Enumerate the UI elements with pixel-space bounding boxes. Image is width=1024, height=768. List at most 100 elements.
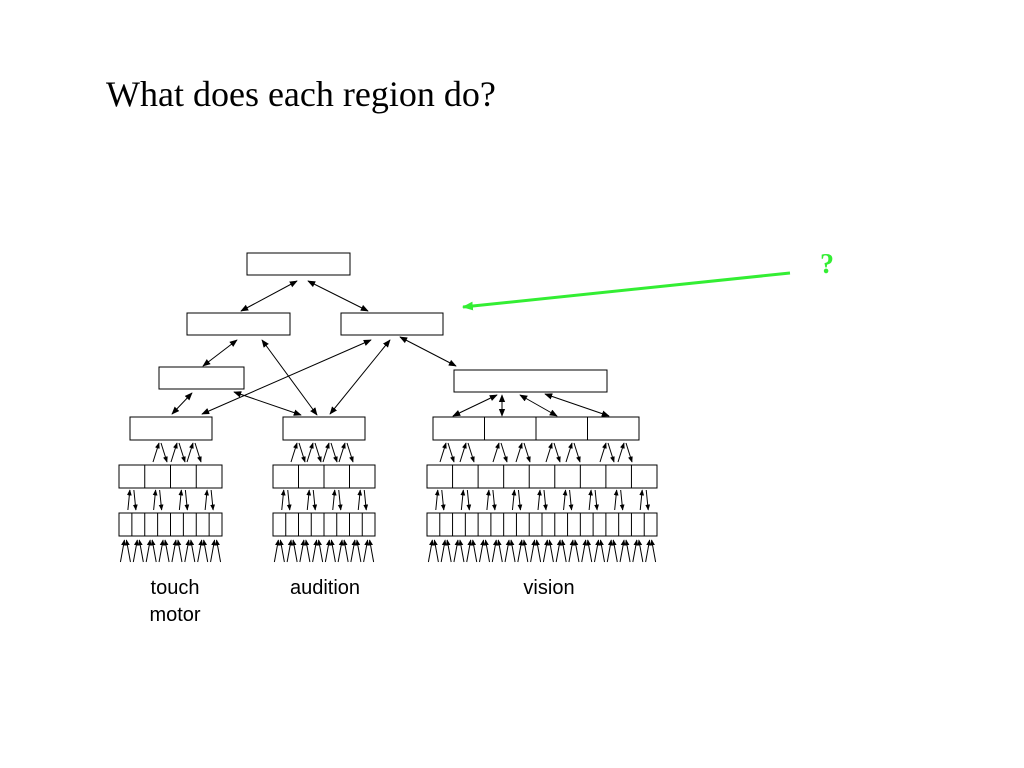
vision-input-arrow (466, 539, 473, 563)
audition-l5-l6-up (306, 489, 312, 511)
audition-l4-l5-up (338, 442, 346, 463)
audition-l4-l5-down (330, 442, 338, 463)
touch-l5-l6-up (126, 489, 132, 511)
touch-input-arrow (163, 539, 170, 563)
vision-input-arrow (632, 539, 639, 563)
vision-l5-l6-up (588, 489, 593, 511)
label-vision: vision (523, 577, 575, 599)
arrow-top-right (307, 280, 369, 312)
slide-title: What does each region do? (106, 74, 496, 114)
audition-l4-l5-up (306, 442, 314, 463)
vision-l4-l5-up (515, 442, 523, 463)
question-mark: ? (820, 249, 834, 280)
audition-input-arrow (368, 539, 375, 563)
audition-input-arrow (342, 539, 349, 563)
touch-l5-l6-down (158, 489, 164, 511)
vision-input-arrow (471, 539, 478, 563)
vision-l4-l5-up (599, 442, 607, 463)
arrow-vision-4 (544, 393, 610, 417)
audition-l5-l6-down (286, 489, 292, 511)
vision-input-arrow (547, 539, 554, 563)
vision-input-arrow (432, 539, 439, 563)
audition-l5-l6-down (363, 489, 369, 511)
audition-l4-l5-up (322, 442, 330, 463)
vision-input-arrow (484, 539, 490, 563)
audition-l5-l6-down (312, 489, 318, 511)
level3-left-box (158, 366, 245, 390)
vision-input-arrow (542, 539, 549, 563)
arrow-l3-touch (171, 392, 193, 415)
touch-l4-l5-down (194, 442, 202, 463)
vision-l4-l5-up (617, 442, 625, 463)
arrow-vision-3 (519, 394, 558, 417)
touch-input-arrow (210, 539, 216, 563)
vision-l4-l5-down (447, 442, 455, 463)
vision-input-arrow (517, 539, 524, 563)
vision-l5-l6-up (613, 489, 619, 511)
vision-l5-l6-down (491, 489, 497, 511)
vision-l5-l6-down (594, 489, 599, 511)
audition-l5-l6-up (357, 489, 363, 511)
vision-input-arrow (624, 539, 631, 563)
vision-input-arrow (530, 539, 537, 563)
vision-l5-l6-up (562, 489, 568, 511)
arrow-l2-l3 (202, 339, 238, 367)
touch-input-arrow (176, 539, 183, 563)
label-audition: audition (289, 577, 361, 599)
vision-input-arrow (573, 539, 580, 563)
vision-l5-l6-up (460, 489, 466, 511)
top-region-box (246, 252, 351, 276)
vision-input-arrow (581, 539, 588, 563)
touch-l5-l6-up (152, 489, 158, 511)
vision-input-arrow (504, 539, 511, 563)
audition-input-arrow (286, 539, 293, 563)
connection-arrows (119, 280, 657, 563)
vision-l5-l6-down (568, 489, 574, 511)
vision-l5-l6-up (511, 489, 517, 511)
audition-l4-l5-down (314, 442, 322, 463)
touch-input-arrow (137, 539, 144, 563)
vision-input-arrow (599, 539, 605, 563)
audition-input-arrow (312, 539, 319, 563)
vision-input-arrow (479, 539, 485, 563)
question-arrow (461, 271, 791, 311)
audition-box (282, 416, 366, 441)
vision-l4-l5-up (439, 442, 447, 463)
touch-input-arrow (125, 539, 131, 563)
touch-input-arrow (171, 539, 178, 563)
audition-input-arrow (317, 539, 324, 563)
audition-input-arrow (291, 539, 298, 563)
vision-l5-l6-up (537, 489, 542, 511)
vision-l5-l6-down (543, 489, 548, 511)
touch-input-arrow (197, 539, 204, 563)
touch-l4-l5-up (186, 442, 194, 463)
level3-vision-box (453, 369, 608, 393)
audition-input-arrow (299, 539, 306, 563)
audition-input-arrow (350, 539, 357, 563)
vision-input-arrow (427, 539, 434, 563)
vision-input-arrow (458, 539, 465, 563)
touch-l4-l5-up (152, 442, 160, 463)
vision-input-arrow (535, 539, 542, 563)
touch-input-arrow (132, 539, 139, 563)
audition-input-arrow (273, 539, 280, 563)
touch-input-arrow (202, 539, 209, 563)
audition-l5-l6-up (331, 489, 337, 511)
vision-l5-l6-down (440, 489, 446, 511)
touch-input-arrow (189, 539, 196, 563)
touch-input-arrow (145, 539, 152, 563)
vision-l5-l6-up (434, 489, 440, 511)
vision-l4-l5-down (523, 442, 531, 463)
vision-l5-l6-down (466, 489, 472, 511)
vision-l4-l5-down (467, 442, 475, 463)
arrow-l2-audition (261, 339, 318, 416)
level2-right-box (340, 312, 444, 336)
vision-input-arrow (509, 539, 516, 563)
vision-input-arrow (650, 539, 657, 563)
vision-l4-l5-up (565, 442, 573, 463)
vision-input-arrow (453, 539, 460, 563)
vision-input-arrow (560, 539, 567, 563)
vision-l4-l5-down (500, 442, 508, 463)
audition-input-arrow (355, 539, 362, 563)
touch-l5-l6-down (132, 489, 138, 511)
